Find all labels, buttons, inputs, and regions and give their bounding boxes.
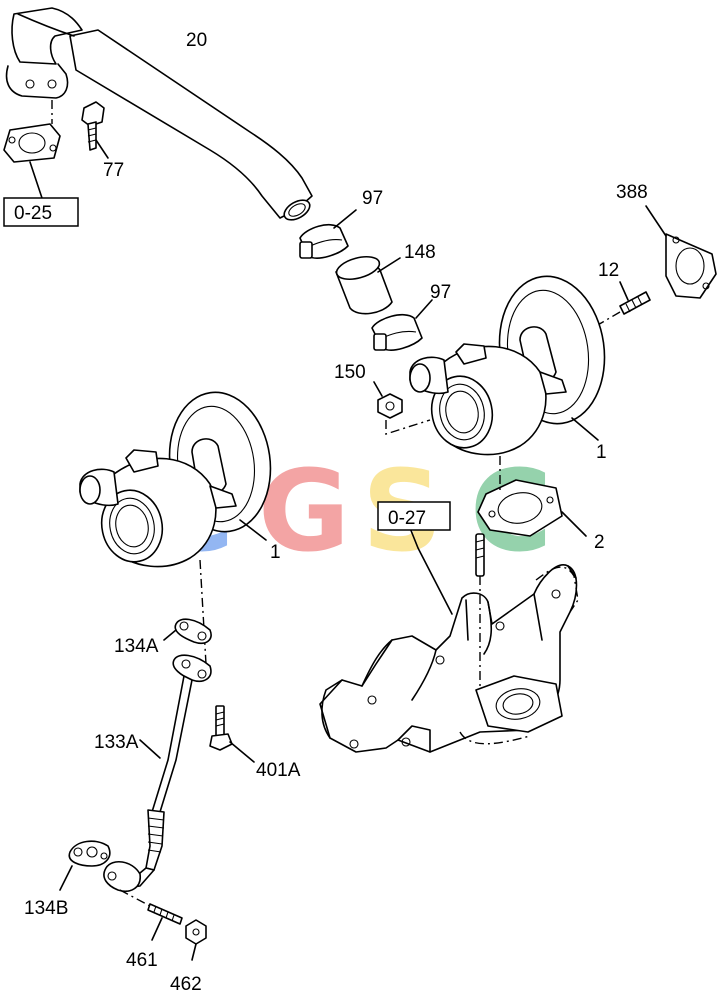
gasket-part-134a [163,618,212,645]
turbocharger-right-part-1 [409,275,606,456]
label-388: 388 [616,182,648,203]
reference-box-0-27 [377,501,451,531]
label-2: 2 [594,532,605,553]
gasket-part-388 [645,205,717,299]
bolt-part-401a [209,705,255,763]
label-461: 461 [126,950,158,971]
reference-box-0-25 [3,197,79,227]
label-1-right: 1 [596,442,607,463]
label-462: 462 [170,974,202,995]
stud-manifold [475,533,485,690]
hose-clamp-part-97-upper [299,209,357,259]
label-134b: 134B [24,898,68,919]
nut-part-462 [185,919,207,961]
label-134a: 134A [114,636,159,657]
gasket-part-134b [59,840,111,891]
label-97-upper: 97 [362,188,383,209]
air-pipe-part-20 [5,7,313,221]
stud-part-12 [595,281,651,327]
gasket-flange-top-left [3,123,61,163]
label-0-27: 0-27 [388,508,426,529]
label-77: 77 [103,160,124,181]
label-0-25: 0-25 [14,203,52,224]
label-148: 148 [404,242,436,263]
label-401a: 401A [256,760,301,781]
oil-pipe-part-133a [103,654,212,892]
hose-clamp-part-97-lower [371,299,433,351]
exhaust-manifold [319,564,579,753]
gasket-part-2 [477,456,587,537]
label-12: 12 [598,260,619,281]
turbocharger-left-part-1 [79,391,272,568]
label-1-left: 1 [270,542,281,563]
dash-line-oil-path [199,559,207,665]
nut-part-150 [373,381,431,435]
hose-part-148 [335,255,401,315]
label-97-lower: 97 [430,282,451,303]
leader-0-25 [29,161,43,199]
label-20: 20 [186,30,207,51]
watermark-letter-2: G [258,447,350,577]
label-150: 150 [334,362,366,383]
leader-0-27 [409,527,453,615]
stud-part-461 [119,889,183,941]
bolt-part-77 [81,101,109,159]
label-133a: 133A [94,732,139,753]
